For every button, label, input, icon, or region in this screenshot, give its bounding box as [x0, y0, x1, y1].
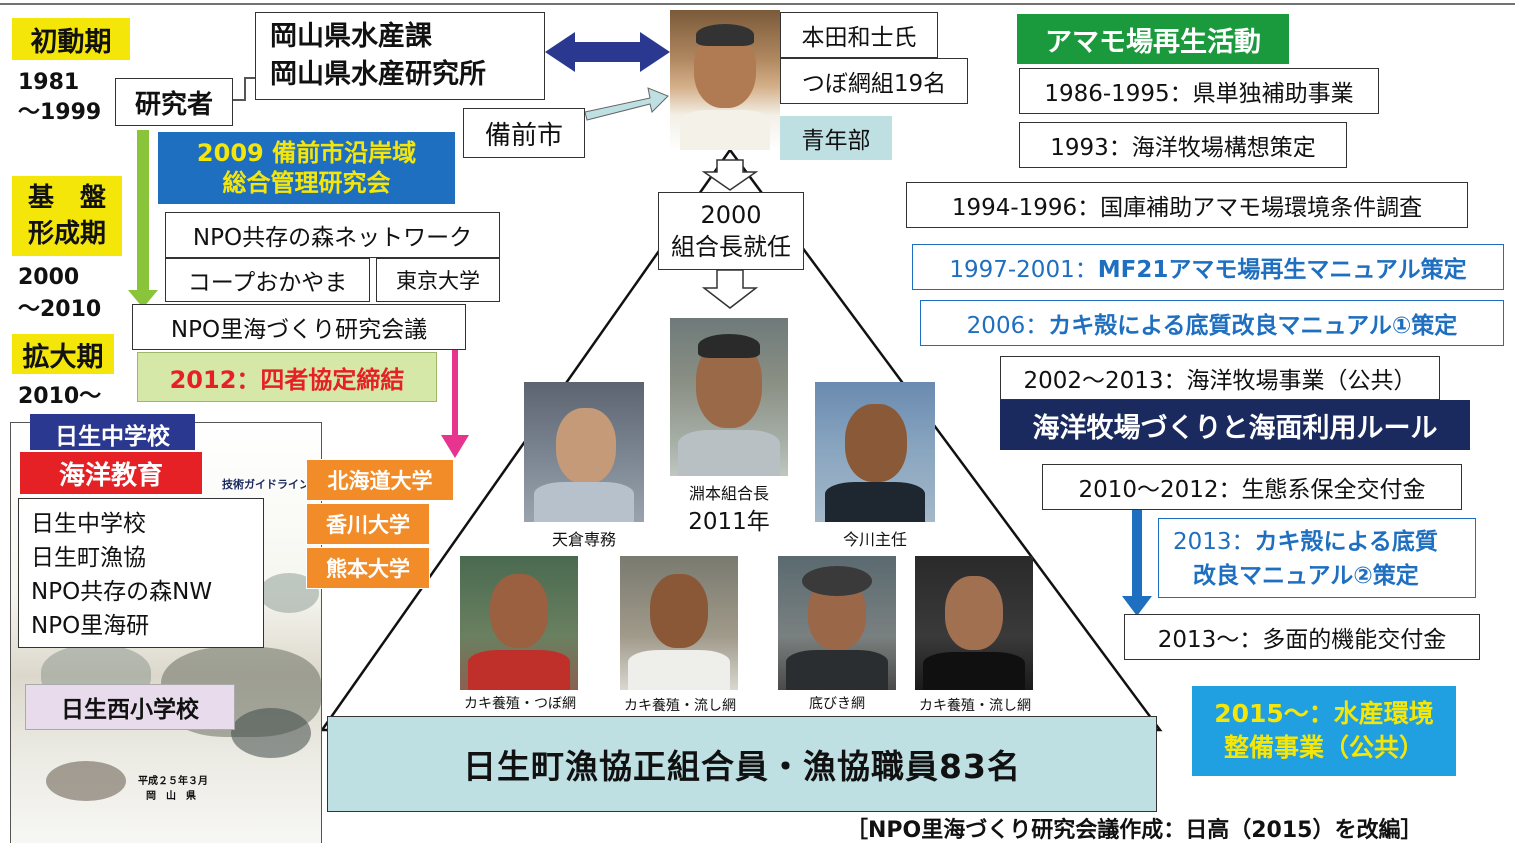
fisher-caption: カキ養殖・流し網	[624, 698, 736, 714]
blue-arrow	[1122, 510, 1152, 616]
fisher-photo	[778, 556, 896, 690]
leader-year: 2011年	[688, 509, 770, 535]
oyster1-prefix: 2006：	[966, 313, 1049, 339]
mf21-box: 1997-2001：MF21アマモ場再生マニュアル策定	[912, 244, 1504, 290]
oyster2-line2: 改良マニュアル②策定	[1193, 563, 1419, 589]
researcher-box: 研究者	[115, 78, 233, 126]
guideline-text: 技術ガイドライン	[222, 478, 310, 491]
timeline-item: 1986-1995：県単独補助事業	[1019, 68, 1379, 114]
fisher-caption: カキ養殖・つぼ網	[464, 696, 576, 712]
fisher-photo	[460, 556, 578, 690]
pink-arrow-head	[441, 435, 469, 458]
honda-name-box: 本田和士氏	[780, 12, 938, 58]
ranch-box: 2002～2013：海洋牧場事業（公共）	[1000, 356, 1440, 400]
researcher-line	[230, 77, 255, 101]
univ-kagawa: 香川大学	[306, 503, 430, 545]
imagawa-photo	[815, 382, 935, 522]
amakura-name: 天倉専務	[551, 530, 616, 549]
leader-name: 淵本組合長	[688, 484, 769, 503]
hollow-arrow-1	[701, 159, 759, 191]
member-item: NPO共存の森NW	[31, 579, 213, 605]
mf21-text: MF21アマモ場再生マニュアル策定	[1097, 257, 1467, 283]
npo-satoumi-box: NPO里海づくり研究会議	[132, 304, 466, 350]
fisher-photo	[620, 556, 738, 690]
member-item: 日生中学校	[31, 511, 146, 537]
amamo-title: アマモ場再生活動	[1017, 14, 1289, 64]
mf21-prefix: 1997-2001：	[949, 257, 1098, 283]
tokyo-univ-box: 東京大学	[376, 258, 500, 302]
oyster2-line1: カキ殻による底質	[1254, 529, 1438, 555]
youth-box: 青年部	[780, 116, 892, 160]
univ-hokkaido: 北海道大学	[306, 459, 454, 501]
leader-photo	[670, 318, 788, 476]
fisher-photo	[915, 556, 1033, 690]
hollow-arrow-2	[701, 269, 759, 309]
member-item: NPO里海研	[31, 613, 150, 639]
timeline-item: 1994-1996：国庫補助アマモ場環境条件調査	[906, 182, 1468, 228]
oyster1-box: 2006：カキ殻による底質改良マニュアル①策定	[920, 300, 1504, 346]
eco-grant-box: 2010～2012：生態系保全交付金	[1042, 464, 1462, 510]
ranch-rule-box: 海洋牧場づくりと海面利用ルール	[1000, 400, 1470, 450]
cover-date: 平成２５年３月	[138, 776, 208, 787]
tsubo-box: つぼ網組19名	[780, 58, 968, 104]
fisher-caption: 底びき網	[809, 696, 865, 712]
phase2-years: 2000 ～2010	[18, 265, 102, 322]
imagawa-name: 今川主任	[842, 530, 907, 549]
oyster2-prefix: 2013：	[1173, 529, 1255, 555]
base-label: 日生町漁協正組合員・漁協職員83名	[327, 716, 1157, 812]
oyster2-box: 2013：カキ殻による底質 改良マニュアル②策定	[1158, 518, 1476, 598]
nishi-school-box: 日生西小学校	[25, 684, 235, 730]
agreement-2012-box: 2012：四者協定締結	[137, 352, 437, 402]
chief-year-box: 2000 組合長就任	[658, 192, 804, 270]
source-note: ［NPO里海づくり研究会議作成：日高（2015）を改編］	[846, 818, 1423, 843]
phase1-years: 1981 ～1999	[18, 70, 102, 125]
univ-kumamoto: 熊本大学	[306, 547, 430, 589]
honda-photo	[670, 10, 780, 150]
cover-pref: 岡 山 県	[146, 791, 196, 802]
phase1-label: 初動期	[12, 18, 130, 60]
green-arrow	[128, 130, 158, 308]
npo-forest-box: NPO共存の森ネットワーク	[165, 212, 500, 258]
member-item: 日生町漁協	[31, 545, 146, 571]
fisher-caption: カキ養殖・流し網	[919, 698, 1031, 714]
timeline-item: 1993：海洋牧場構想策定	[1019, 122, 1347, 168]
coop-box: コープおかやま	[165, 258, 370, 302]
bizen-box: 備前市	[463, 108, 585, 158]
school-header: 日生中学校	[30, 414, 195, 454]
phase2-label: 基 盤 形成期	[12, 176, 122, 256]
fishery-2015-box: 2015～：水産環境 整備事業（公共）	[1192, 686, 1456, 776]
oyster1-text: カキ殻による底質改良マニュアル①策定	[1048, 313, 1458, 339]
multi-grant-box: 2013～：多面的機能交付金	[1124, 614, 1480, 660]
amakura-photo	[524, 382, 644, 522]
member-list: 日生中学校 日生町漁協 NPO共存の森NW NPO里海研	[18, 498, 264, 648]
double-arrow	[545, 32, 670, 72]
okayama-box: 岡山県水産課 岡山県水産研究所	[255, 12, 545, 100]
bizen-arrow	[584, 87, 669, 121]
phase3-years: 2010～	[18, 384, 102, 409]
council-2009-box: 2009 備前市沿岸域 総合管理研究会	[158, 132, 455, 204]
marine-edu-box: 海洋教育	[18, 450, 204, 496]
phase3-label: 拡大期	[12, 334, 114, 374]
